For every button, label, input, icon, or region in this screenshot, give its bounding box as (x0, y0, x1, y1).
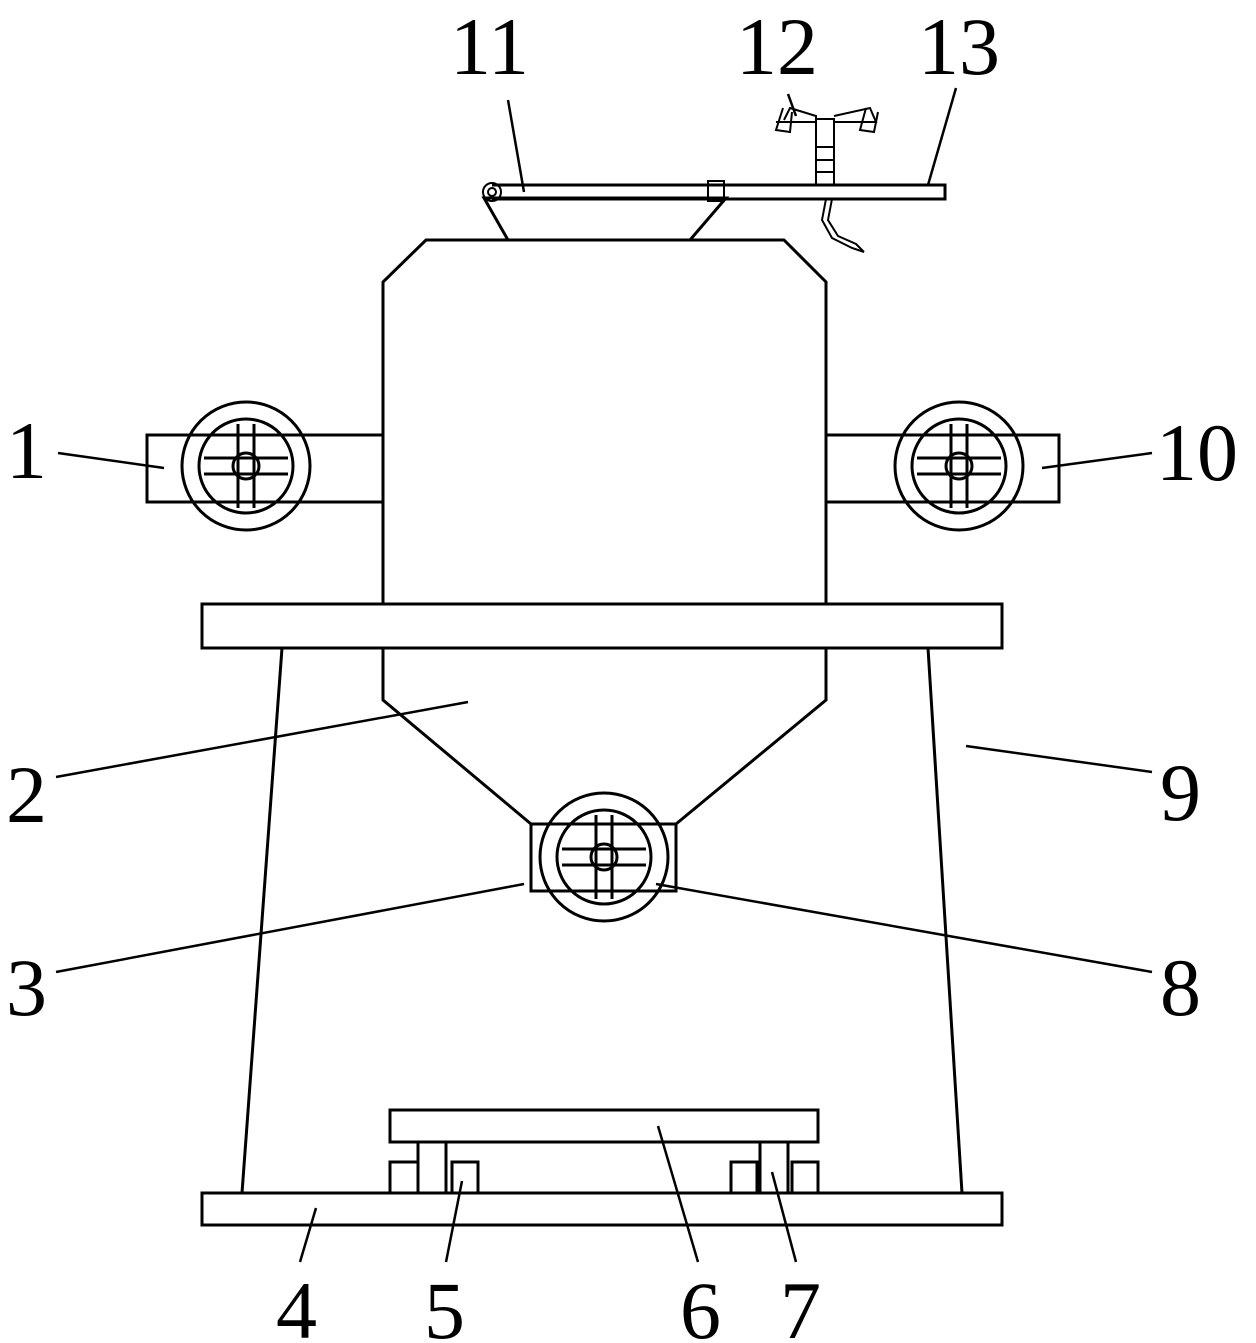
label-1: 1 (6, 405, 47, 496)
tank-cone (381, 648, 828, 826)
right-valve (893, 400, 1025, 532)
callout-labels: 1 2 3 4 5 6 7 8 9 10 11 12 13 (6, 1, 1238, 1343)
right-support (729, 1140, 820, 1195)
right-pipe (826, 433, 1061, 504)
spray-handle (774, 106, 879, 253)
left-valve (180, 400, 312, 532)
left-support (388, 1140, 480, 1195)
label-11: 11 (450, 1, 529, 92)
label-2: 2 (6, 749, 47, 840)
base-plate (200, 1191, 1004, 1227)
label-9: 9 (1160, 747, 1201, 838)
label-13: 13 (918, 1, 1000, 92)
label-7: 7 (780, 1265, 821, 1343)
top-rail (482, 180, 947, 202)
label-8: 8 (1160, 942, 1201, 1033)
label-10: 10 (1156, 407, 1238, 498)
frame-legs (240, 647, 964, 1194)
label-4: 4 (276, 1265, 317, 1343)
leader-lines (55, 87, 1153, 1263)
top-funnel (481, 196, 730, 241)
outlet-pipe (529, 822, 678, 893)
left-pipe (145, 433, 383, 504)
label-6: 6 (680, 1265, 721, 1343)
frame-top-plate (200, 602, 1004, 650)
label-3: 3 (6, 942, 47, 1033)
outlet-valve (538, 791, 670, 923)
label-12: 12 (736, 1, 818, 92)
label-5: 5 (424, 1265, 465, 1343)
platform (388, 1108, 820, 1144)
tank-body (381, 238, 828, 603)
